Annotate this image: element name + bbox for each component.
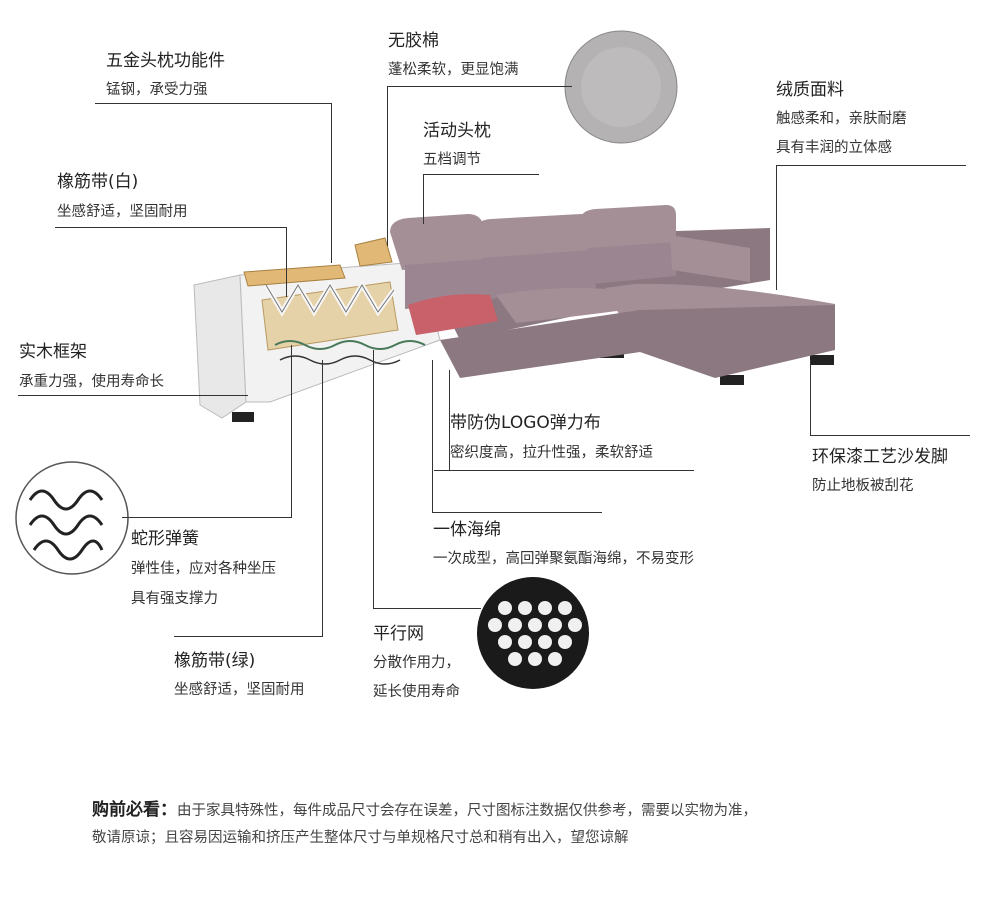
label-sponge-desc: 一次成型，高回弹聚氨酯海绵，不易变形 <box>433 551 694 567</box>
label-sponge-title: 一体海绵 <box>433 520 501 540</box>
leader-line <box>423 174 539 175</box>
label-mesh-desc2: 延长使用寿命 <box>373 684 460 700</box>
label-elastic-white-desc: 坐感舒适，坚固耐用 <box>57 204 188 220</box>
wood-rail <box>243 264 346 287</box>
seat-cushion-1 <box>496 287 632 323</box>
notice-line2: 敬请原谅；且容易因运输和挤压产生整体尺寸与单规格尺寸总和稍有出入，望您谅解 <box>92 830 629 846</box>
armrest <box>670 235 750 282</box>
leader-line <box>18 395 248 396</box>
label-frame-desc: 承重力强，使用寿命长 <box>19 374 164 390</box>
leader-line <box>776 165 966 166</box>
leader-line <box>810 360 811 435</box>
label-cotton-desc: 蓬松柔软，更显饱满 <box>388 62 519 78</box>
leader-line <box>432 360 433 512</box>
purchase-notice: 购前必看：由于家具特殊性，每件成品尺寸会存在误差，尺寸图标注数据仅供参考，需要以… <box>92 797 757 852</box>
leader-line <box>373 350 374 608</box>
leader-line <box>387 86 388 246</box>
mesh-detail-circle <box>477 577 589 689</box>
headrest-3 <box>580 205 676 249</box>
frame-side-panel <box>193 274 247 419</box>
label-elastic-green-desc: 坐感舒适，坚固耐用 <box>174 682 305 698</box>
label-spring-desc1: 弹性佳，应对各种坐压 <box>131 561 276 577</box>
wood-frame-inner <box>261 281 399 351</box>
sofa-foot-chaise-1 <box>720 375 744 385</box>
label-logo-title: 带防伪LOGO弹力布 <box>450 413 601 433</box>
notice-line1: 由于家具特殊性，每件成品尺寸会存在误差，尺寸图标注数据仅供参考，需要以实物为准， <box>177 803 757 819</box>
label-fabric-desc1: 触感柔和，亲肤耐磨 <box>776 111 907 127</box>
leader-line <box>331 103 332 263</box>
label-spring-desc2: 具有强支撑力 <box>131 591 218 607</box>
leader-line <box>322 360 323 637</box>
leader-line <box>55 227 286 228</box>
label-fabric-desc2: 具有丰润的立体感 <box>776 140 892 156</box>
leader-line <box>432 512 602 513</box>
label-frame-title: 实木框架 <box>19 342 87 362</box>
leader-line <box>810 435 970 436</box>
back-cushion-2 <box>482 250 596 298</box>
logo-cloth-cushion <box>408 294 498 335</box>
label-elastic-green-title: 橡筋带(绿) <box>174 651 256 671</box>
headrest-hardware <box>354 237 393 267</box>
sofa-foot-left <box>232 412 254 422</box>
label-feet-desc: 防止地板被刮花 <box>812 478 914 494</box>
label-cotton-title: 无胶棉 <box>388 31 439 51</box>
sofa-base <box>440 310 640 378</box>
label-mesh-title: 平行网 <box>373 624 424 644</box>
headrest-2 <box>475 214 591 262</box>
leader-line <box>291 345 292 518</box>
label-logo-desc: 密织度高，拉升性强，柔软舒适 <box>450 445 653 461</box>
leader-line <box>449 370 450 470</box>
label-headrest-desc: 五档调节 <box>423 152 481 168</box>
notice-heading: 购前必看： <box>92 800 177 820</box>
label-mesh-desc1: 分散作用力， <box>373 655 460 671</box>
label-hardware-desc: 锰钢，承受力强 <box>106 82 208 98</box>
serpentine-springs <box>274 340 426 350</box>
label-feet-title: 环保漆工艺沙发脚 <box>812 447 948 467</box>
leader-line <box>122 517 292 518</box>
back-cushion-3 <box>588 242 676 284</box>
headrest-1 <box>390 214 484 270</box>
leader-line <box>776 165 777 290</box>
chaise-base <box>640 305 835 378</box>
leader-line <box>423 174 424 224</box>
label-hardware-title: 五金头枕功能件 <box>106 51 225 71</box>
label-spring-title: 蛇形弹簧 <box>131 529 199 549</box>
label-fabric-title: 绒质面料 <box>776 80 844 100</box>
leader-line <box>387 86 572 87</box>
sofa-foot-chaise-2 <box>810 355 834 365</box>
leader-line <box>373 608 481 609</box>
leader-line <box>174 636 323 637</box>
label-elastic-white-title: 橡筋带(白) <box>57 172 139 192</box>
leader-line <box>95 103 332 104</box>
mesh-holes <box>488 601 582 666</box>
label-headrest-title: 活动头枕 <box>423 121 491 141</box>
leader-line <box>286 227 287 297</box>
leader-line <box>434 470 694 471</box>
